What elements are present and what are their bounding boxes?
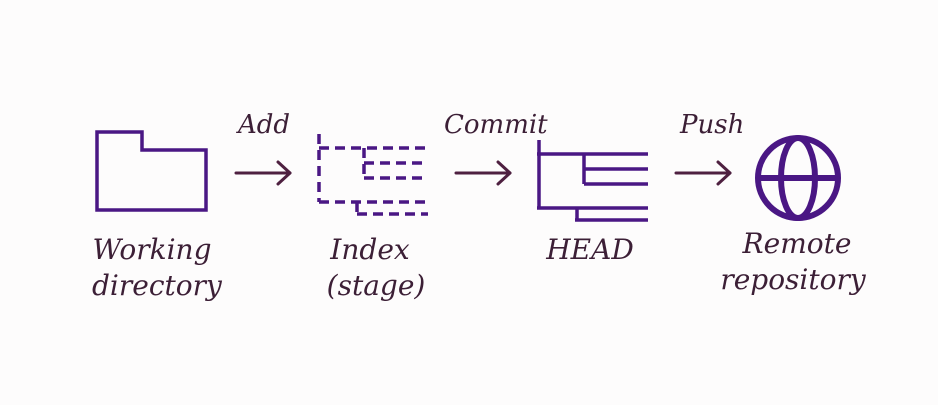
tree-icon [537, 140, 648, 222]
dashed-tree-icon [317, 134, 428, 216]
node-label-remote-line2: repository [720, 263, 866, 296]
edge-label-commit: Commit [444, 110, 548, 140]
node-label-working-directory-line2: directory [92, 269, 222, 302]
edge-label-push: Push [680, 110, 745, 140]
node-label-index-line2: (stage) [326, 269, 426, 302]
arrow-right-icon [234, 160, 292, 186]
folder-icon [95, 130, 208, 212]
node-label-index-line1: Index [330, 233, 410, 266]
node-label-working-directory-line1: Working [92, 233, 212, 266]
globe-icon [755, 135, 841, 221]
node-label-remote-line1: Remote [742, 227, 852, 260]
arrow-right-icon [674, 160, 732, 186]
edge-label-add: Add [238, 110, 291, 140]
arrow-right-icon [454, 160, 512, 186]
node-label-head: HEAD [546, 233, 634, 266]
